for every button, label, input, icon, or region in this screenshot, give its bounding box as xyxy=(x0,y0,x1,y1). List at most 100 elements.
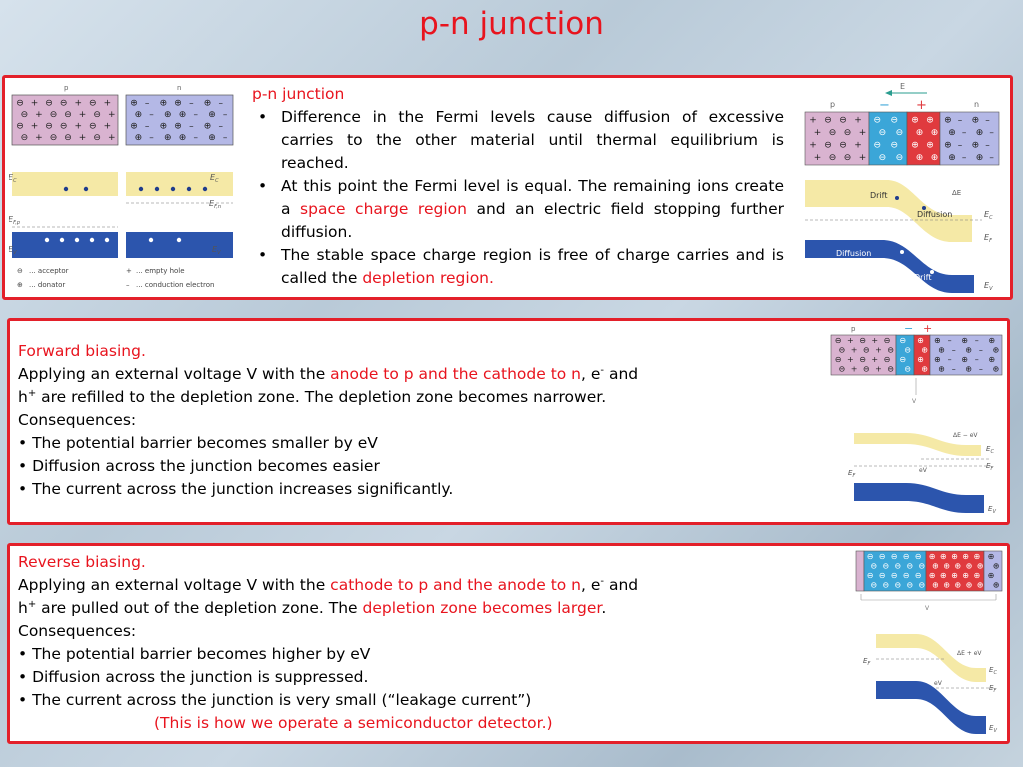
donator-ion: – xyxy=(149,110,154,120)
ionized-acceptor: ⊖ xyxy=(879,552,886,561)
acceptor-ion: ⊖ xyxy=(859,355,866,364)
band-legend: ⊖ ... acceptor ⊕ ... donator + ... empty… xyxy=(17,267,214,289)
reverse-item-2: • Diffusion across the junction is suppr… xyxy=(18,668,369,686)
ionized-acceptor: ⊖ xyxy=(903,571,910,580)
ion-symbols: +⊖⊖++⊖⊖++⊖⊖++⊖⊖+⊖⊖⊖⊖⊖⊖⊖⊖⊕⊕⊕⊕⊕⊕⊕⊕⊕–⊕–⊕–⊕–… xyxy=(809,115,994,162)
acceptor-ion: + xyxy=(854,115,862,125)
ionized-acceptor: ⊖ xyxy=(874,115,882,125)
ionized-acceptor: ⊖ xyxy=(896,128,904,138)
holes xyxy=(44,237,182,243)
donator-ion: – xyxy=(989,153,994,163)
ionized-donator: ⊕ xyxy=(943,562,950,571)
ionized-donator: ⊕ xyxy=(931,128,939,138)
ef-label: EF xyxy=(984,233,992,244)
pn-junction-text: p-n junction Difference in the Fermi lev… xyxy=(252,83,784,290)
ev-label: eV xyxy=(919,467,928,474)
donator-ion: ⊕ xyxy=(208,133,216,143)
acceptor-symbols: ⊖+⊖⊖+⊖+⊖+⊖⊖+⊖+⊖+⊖⊖+⊖+⊖+⊖⊖+⊖+ xyxy=(16,99,115,144)
ionized-acceptor: ⊖ xyxy=(894,562,901,571)
ionized-donator: ⊕ xyxy=(951,571,958,580)
efn-label: EF,n xyxy=(209,199,221,210)
ionized-donator: ⊕ xyxy=(926,115,934,125)
ionized-donator: ⊕ xyxy=(921,365,928,374)
plus-sign: + xyxy=(916,98,927,113)
valence-band-p xyxy=(12,232,118,258)
n-region xyxy=(983,550,1003,592)
ionized-donator: ⊕ xyxy=(954,562,961,571)
forward-item-1: • The potential barrier becomes smaller … xyxy=(18,434,378,452)
acceptor-ion: ⊖ xyxy=(50,110,58,120)
acceptor-ion: ⊖ xyxy=(887,346,894,355)
reverse-bias-diagram: ⊖⊖⊖⊖⊖⊖⊖⊖⊖⊖⊖⊖⊖⊖⊖⊖⊖⊖⊖⊖⊕⊕⊕⊕⊕⊕⊕⊕⊕⊕⊕⊕⊕⊕⊕⊕⊕⊕⊕⊕… xyxy=(855,550,1003,734)
acceptor-ion: + xyxy=(104,99,112,109)
space-charge-highlight: space charge region xyxy=(300,200,467,218)
acceptor-ion: + xyxy=(875,346,882,355)
diffusion-label-top: Diffusion xyxy=(917,210,952,219)
acceptor-ion: ⊖ xyxy=(829,128,837,138)
depletion-positive xyxy=(906,111,941,166)
diffusion-label-bottom: Diffusion xyxy=(836,249,871,258)
ef-label-left: EF xyxy=(863,657,870,667)
acceptor-ion: ⊖ xyxy=(50,133,58,143)
donator-ion: ⊕ xyxy=(208,110,216,120)
acceptor-ion: + xyxy=(31,99,39,109)
p-neutral-region xyxy=(804,111,870,166)
ionized-acceptor: ⊖ xyxy=(870,562,877,571)
ionized-acceptor: ⊖ xyxy=(915,552,922,561)
donator-ion: – xyxy=(223,133,228,143)
donator-ion: ⊕ xyxy=(988,355,995,364)
acceptor-ion: + xyxy=(809,140,817,150)
ionized-acceptor: ⊖ xyxy=(899,336,906,345)
acceptor-ion: + xyxy=(108,110,116,120)
acceptor-ion: ⊖ xyxy=(863,365,870,374)
bullet-space-charge: At this point the Fermi level is equal. … xyxy=(252,175,784,244)
acceptor-ion: ⊖ xyxy=(829,153,837,163)
conduction-band-p xyxy=(12,172,118,196)
ev-left-label: EV xyxy=(9,245,17,256)
acceptor-ion: ⊖ xyxy=(89,122,97,132)
donator-ion: ⊕ xyxy=(135,133,143,143)
ionized-donator: ⊕ xyxy=(951,552,958,561)
acceptor-ion: + xyxy=(875,365,882,374)
acceptor-ion: ⊖ xyxy=(839,365,846,374)
acceptor-ion: + xyxy=(871,336,878,345)
conduction-band xyxy=(805,180,972,242)
donator-ion: ⊕ xyxy=(160,99,168,109)
acceptor-ion: ⊖ xyxy=(89,99,97,109)
donator-ion: ⊕ xyxy=(965,365,972,374)
depletion-larger-highlight: depletion zone becomes larger xyxy=(362,599,602,617)
donator-ion: – xyxy=(189,122,194,132)
ionized-donator: ⊕ xyxy=(929,571,936,580)
ionized-donator: ⊕ xyxy=(931,153,939,163)
forward-biasing-heading: Forward biasing. xyxy=(18,342,146,360)
donator-ion: ⊕ xyxy=(130,122,138,132)
ec-label: EC xyxy=(989,666,997,676)
ionized-acceptor: ⊖ xyxy=(874,140,882,150)
acceptor-ion: ⊖ xyxy=(60,122,68,132)
ionized-acceptor: ⊖ xyxy=(882,581,889,590)
p-label: p xyxy=(64,84,69,92)
n-label: n xyxy=(177,84,181,92)
donator-ion: ⊕ xyxy=(976,128,984,138)
acceptor-ion: ⊖ xyxy=(835,355,842,364)
donator-ion: ⊕ xyxy=(135,110,143,120)
legend-hole-text: ... empty hole xyxy=(136,267,185,275)
donator-ion: – xyxy=(194,133,199,143)
pn-separate-diagram: p n ⊖+⊖⊖+⊖+⊖+⊖⊖+⊖+⊖+⊖⊖+⊖+⊖+⊖⊖+⊖+ ⊕–⊕⊕–⊕–… xyxy=(9,84,234,289)
acceptor-ion: ⊖ xyxy=(863,346,870,355)
donator-ion: – xyxy=(979,365,983,374)
ec-left-label: EC xyxy=(9,173,17,184)
forward-line-1: Applying an external voltage V with the … xyxy=(18,364,639,383)
acceptor-ion: + xyxy=(35,110,43,120)
acceptor-ion: ⊖ xyxy=(839,346,846,355)
donator-ion: ⊕ xyxy=(204,122,212,132)
ionized-acceptor: ⊖ xyxy=(903,552,910,561)
reverse-item-3: • The current across the junction is ver… xyxy=(18,691,532,709)
acceptor-ion: + xyxy=(108,133,116,143)
donator-ion: ⊕ xyxy=(965,346,972,355)
donator-ion: ⊕ xyxy=(204,99,212,109)
forward-consequences: Consequences: xyxy=(18,411,137,429)
acceptor-ion: ⊖ xyxy=(844,153,852,163)
acceptor-ion: + xyxy=(859,128,867,138)
efp-label: EF,p xyxy=(9,215,20,226)
